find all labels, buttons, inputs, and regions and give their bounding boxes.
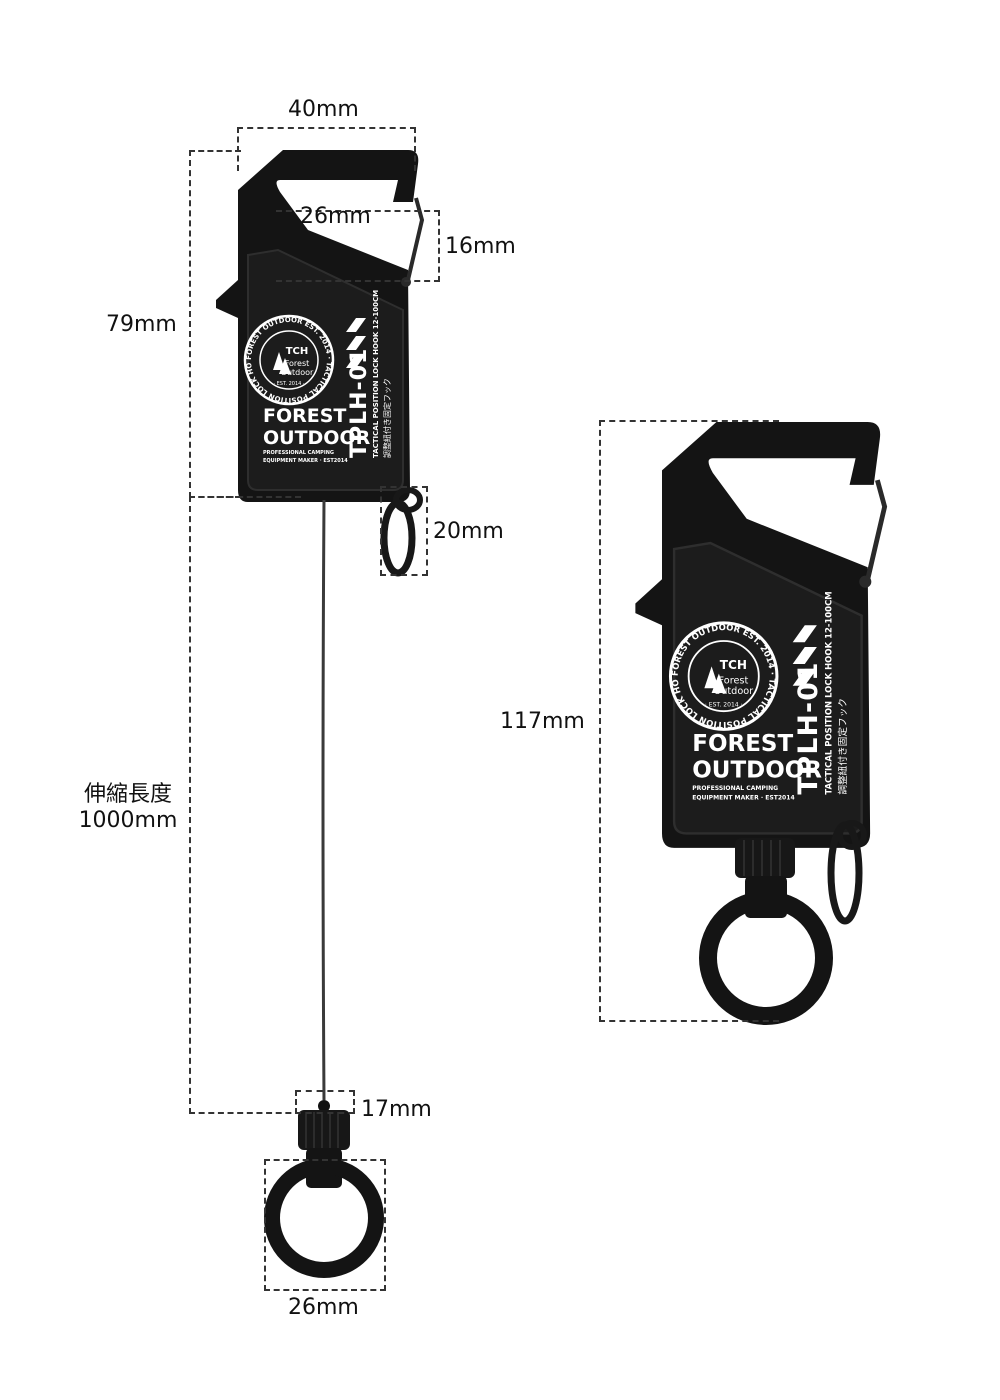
svg-text:TACTICAL POSITION LOCK HOOK 12: TACTICAL POSITION LOCK HOOK 12-100CM — [372, 290, 380, 458]
split-ring-frame — [380, 486, 428, 576]
connector-frame — [295, 1090, 355, 1114]
svg-text:FOREST: FOREST — [263, 405, 346, 427]
split-ring-label: 20mm — [433, 519, 504, 544]
extension-cord — [321, 499, 326, 1101]
opening-height-label: 16mm — [445, 234, 516, 259]
svg-text:PROFESSIONAL CAMPING: PROFESSIONAL CAMPING — [692, 785, 778, 792]
extension-label: 伸縮長度 1000mm — [72, 782, 184, 834]
svg-text:OUTDOOR: OUTDOOR — [263, 427, 371, 449]
extension-title: 伸縮長度 — [83, 782, 172, 807]
svg-text:調整紐付き固定フック: 調整紐付き固定フック — [836, 698, 849, 795]
svg-text:Outdoor: Outdoor — [281, 368, 314, 377]
svg-text:Forest: Forest — [285, 359, 310, 368]
svg-text:· EST. 2014 ·: · EST. 2014 · — [705, 701, 743, 708]
body-height-label: 79mm — [106, 312, 177, 337]
left-connector — [264, 1100, 384, 1278]
svg-text:PROFESSIONAL CAMPING: PROFESSIONAL CAMPING — [263, 450, 334, 456]
left-badge: FOREST OUTDOOR EST. 2014 · TACTICAL POSI… — [243, 314, 335, 406]
right-reel: FOREST OUTDOOR EST. 2014 · TACTICAL POSI… — [635, 422, 884, 848]
ring-diameter-label: 26mm — [288, 1295, 359, 1320]
top-width-frame — [237, 127, 416, 171]
svg-text:Forest: Forest — [719, 675, 749, 686]
svg-text:EQUIPMENT MAKER · EST2014: EQUIPMENT MAKER · EST2014 — [263, 458, 348, 464]
ring-frame — [264, 1159, 386, 1291]
top-width-label: 40mm — [288, 97, 359, 122]
svg-text:· EST. 2014 ·: · EST. 2014 · — [273, 381, 304, 387]
left-split-ring — [380, 487, 423, 577]
svg-text:TPLH-01: TPLH-01 — [347, 348, 372, 458]
svg-text:Outdoor: Outdoor — [714, 686, 754, 697]
total-length-label: 117mm — [500, 709, 585, 734]
extension-value: 1000mm — [78, 808, 178, 833]
right-connector — [699, 838, 833, 1025]
svg-text:TCH: TCH — [286, 346, 309, 357]
extension-frame — [189, 496, 301, 1114]
svg-text:EQUIPMENT MAKER · EST2014: EQUIPMENT MAKER · EST2014 — [692, 795, 794, 802]
svg-text:FOREST: FOREST — [692, 731, 793, 757]
body-height-frame — [189, 150, 241, 498]
opening-width-label: 26mm — [300, 204, 371, 229]
opening-height-frame — [276, 210, 440, 282]
svg-text:TACTICAL POSITION LOCK HOOK 12: TACTICAL POSITION LOCK HOOK 12-100CM — [823, 591, 833, 794]
svg-text:TCH: TCH — [720, 658, 747, 672]
svg-text:調整紐付き固定フック: 調整紐付き固定フック — [382, 378, 392, 458]
svg-text:TPLH-01: TPLH-01 — [793, 661, 824, 794]
left-reel: FOREST OUTDOOR EST. 2014 · TACTICAL POSI… — [214, 148, 424, 504]
total-length-frame — [599, 420, 779, 1022]
connector-label: 17mm — [361, 1097, 432, 1122]
right-split-ring — [827, 820, 867, 925]
svg-text:OUTDOOR: OUTDOOR — [692, 758, 822, 784]
